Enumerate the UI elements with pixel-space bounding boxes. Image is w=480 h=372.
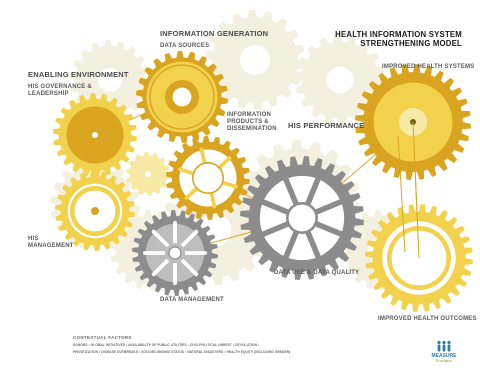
gear-information-products-spoke xyxy=(217,156,232,170)
gear-link-dot xyxy=(145,171,151,177)
gear-his-performance-spoke xyxy=(282,175,299,207)
gear-data-management-hole xyxy=(168,246,182,260)
contextual-factors-heading: CONTEXTUAL FACTORS xyxy=(73,335,132,340)
gear-information-products xyxy=(166,136,250,220)
background-gear-5 xyxy=(295,35,385,125)
gear-his-management-dot xyxy=(91,207,99,215)
label-information-products: INFORMATION PRODUCTS & DISSEMINATION xyxy=(227,112,277,132)
gear-information-products-hole xyxy=(192,162,224,194)
label-data-management: DATA MANAGEMENT xyxy=(160,297,224,303)
gear-his-performance-spoke xyxy=(313,198,345,215)
gear-data-management-spoke xyxy=(180,258,199,277)
gear-his-performance-spoke xyxy=(282,230,299,261)
gear-data-sources-ring xyxy=(146,61,218,133)
label-data-use-quality: DATA USE & DATA QUALITY xyxy=(274,270,360,276)
gear-his-governance-dot xyxy=(92,132,98,138)
label-data-sources: DATA SOURCES xyxy=(160,43,210,49)
gear-data-sources-hole xyxy=(171,86,193,108)
background-gear-1-hole xyxy=(98,68,122,92)
diagram-title: HEALTH INFORMATION SYSTEM STRENGTHENING … xyxy=(282,30,462,49)
label-information-generation: INFORMATION GENERATION xyxy=(160,29,269,38)
measure-evaluation-logo: MEASURE Evaluation xyxy=(430,340,458,366)
label-enabling-environment: ENABLING ENVIRONMENT xyxy=(28,70,129,79)
label-improved-health-systems: IMPROVED HEALTH SYSTEMS xyxy=(382,64,475,70)
contextual-factors: CONTEXTUAL FACTORS DONORS • GLOBAL INITI… xyxy=(73,335,403,357)
gear-link xyxy=(126,152,170,196)
label-his-management: HIS MANAGEMENT xyxy=(28,236,74,249)
title-line-2: STRENGTHENING MODEL xyxy=(360,39,462,49)
gear-his-performance-hole xyxy=(287,203,317,233)
gear-information-products-spoke xyxy=(221,180,238,189)
connector-systems-outcomes xyxy=(412,121,420,259)
gear-data-management-spoke xyxy=(180,229,199,248)
gear-data-sources xyxy=(136,51,228,143)
gear-improved-health-outcomes-ring xyxy=(377,216,461,300)
gear-his-performance-spoke xyxy=(314,221,345,238)
logo-sub: Evaluation xyxy=(435,359,453,363)
gear-his-governance xyxy=(53,93,137,177)
gear-information-products-spoke xyxy=(184,186,199,200)
connector-systems-outcomes-2 xyxy=(397,135,406,253)
contextual-factors-line-2: PRIVATIZATION • DISEASE OUTBREAKS • SOCI… xyxy=(73,350,291,354)
gear-information-products-spoke xyxy=(199,147,207,165)
label-his-governance: HIS GOVERNANCE & LEADERSHIP xyxy=(28,84,92,97)
background-gear-5-hole xyxy=(326,66,354,94)
gear-information-products-spoke xyxy=(209,191,217,209)
gear-data-management-spoke xyxy=(151,229,170,248)
label-improved-health-outcomes: IMPROVED HEALTH OUTCOMES xyxy=(378,316,477,322)
contextual-factors-line-1: DONORS • GLOBAL INITIATIVES • AVAILABILI… xyxy=(73,343,260,347)
gear-his-management xyxy=(55,171,135,251)
gear-information-products-spoke xyxy=(178,167,195,176)
gear-his-performance-spoke xyxy=(305,175,322,206)
gear-his-performance-spoke xyxy=(305,229,322,261)
gear-his-governance-ring xyxy=(62,102,128,168)
gear-his-management-ring xyxy=(64,180,126,242)
gear-data-management-spoke xyxy=(151,258,170,277)
label-his-performance: HIS PERFORMANCE xyxy=(288,121,365,130)
logo-figures-icon xyxy=(437,340,451,352)
gear-his-performance-spoke xyxy=(259,221,291,238)
gear-his-performance-spoke xyxy=(259,198,290,215)
gear-his-performance xyxy=(240,156,364,280)
logo-name: MEASURE xyxy=(431,353,457,359)
gear-data-management xyxy=(132,210,218,296)
background-gear-2 xyxy=(205,10,305,110)
title-line-1: HEALTH INFORMATION SYSTEM xyxy=(335,30,462,39)
background-gear-2-hole xyxy=(240,45,270,75)
